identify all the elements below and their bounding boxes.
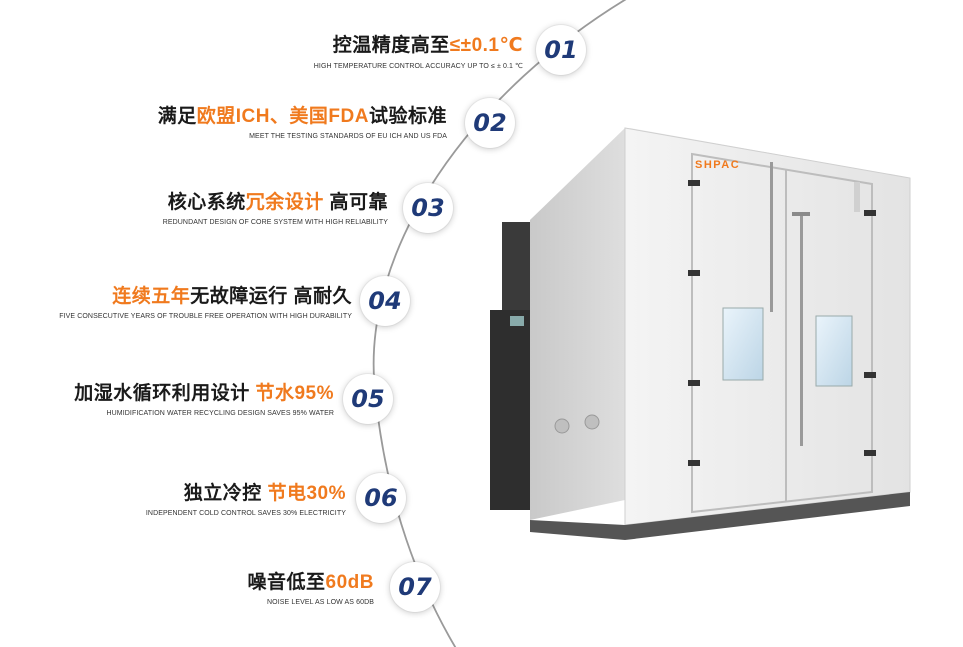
chamber-front [624,127,911,526]
door-window-left [722,307,764,381]
control-panel-icon [510,316,524,326]
door-window-right [815,315,853,387]
feature-6-title: 独立冷控 节电30% [183,483,346,504]
chamber-side [530,128,625,520]
feature-5: 加湿水循环利用设计 节水95% HUMIDIFICATION WATER REC… [74,382,334,417]
feature-4-subtitle: FIVE CONSECUTIVE YEARS OF TROUBLE FREE O… [59,313,352,320]
side-port-icon [584,414,600,430]
feature-7-badge: 07 [390,562,440,612]
brand-logo: SHPAC [695,159,740,171]
feature-1-title: 控温精度高至≤±0.1℃ [332,35,523,56]
feature-1-badge: 01 [536,25,586,75]
door-handle-icon [800,216,803,446]
feature-6-subtitle: INDEPENDENT COLD CONTROL SAVES 30% ELECT… [145,510,346,517]
feature-6: 独立冷控 节电30% INDEPENDENT COLD CONTROL SAVE… [146,482,346,517]
feature-7: 噪音低至60dB NOISE LEVEL AS LOW AS 60dB [248,571,374,606]
feature-5-title: 加湿水循环利用设计 节水95% [74,383,334,404]
feature-4-badge: 04 [360,276,410,326]
hinge-icon [864,372,876,378]
feature-1-subtitle: HIGH TEMPERATURE CONTROL ACCURACY UP TO … [313,63,523,70]
feature-1: 控温精度高至≤±0.1℃ HIGH TEMPERATURE CONTROL AC… [314,34,523,70]
walk-in-chamber-icon: SHPAC [490,127,911,540]
hinge-icon [688,460,700,466]
feature-5-badge: 05 [343,374,393,424]
hinge-icon [688,180,700,186]
machine-unit-front [490,310,532,510]
feature-4-title: 连续五年无故障运行 高耐久 [112,286,352,307]
side-port-icon [554,418,570,434]
feature-5-subtitle: HUMIDIFICATION WATER RECYCLING DESIGN SA… [106,410,334,417]
feature-2-subtitle: MEET THE TESTING STANDARDS OF EU ICH AND… [249,133,447,140]
door-handle-icon [770,162,773,312]
feature-6-badge: 06 [356,473,406,523]
chamber-base [530,492,910,540]
feature-3-badge: 03 [403,183,453,233]
feature-3-title: 核心系统冗余设计 高可靠 [167,192,388,213]
feature-3: 核心系统冗余设计 高可靠 REDUNDANT DESIGN OF CORE SY… [163,191,388,226]
feature-2-title: 满足欧盟ICH、美国FDA试验标准 [157,106,447,127]
feature-7-subtitle: NOISE LEVEL AS LOW AS 60dB [267,599,374,606]
door-frame [691,152,873,514]
feature-2: 满足欧盟ICH、美国FDA试验标准 MEET THE TESTING STAND… [158,105,447,140]
door-handle-icon [792,212,810,216]
indicator-panel-icon [854,182,860,212]
hinge-icon [864,210,876,216]
hinge-icon [864,450,876,456]
hinge-icon [688,380,700,386]
feature-3-subtitle: REDUNDANT DESIGN OF CORE SYSTEM WITH HIG… [162,219,388,226]
hinge-icon [688,270,700,276]
feature-7-title: 噪音低至60dB [247,572,374,593]
feature-2-badge: 02 [465,98,515,148]
feature-4: 连续五年无故障运行 高耐久 FIVE CONSECUTIVE YEARS OF … [59,285,352,320]
